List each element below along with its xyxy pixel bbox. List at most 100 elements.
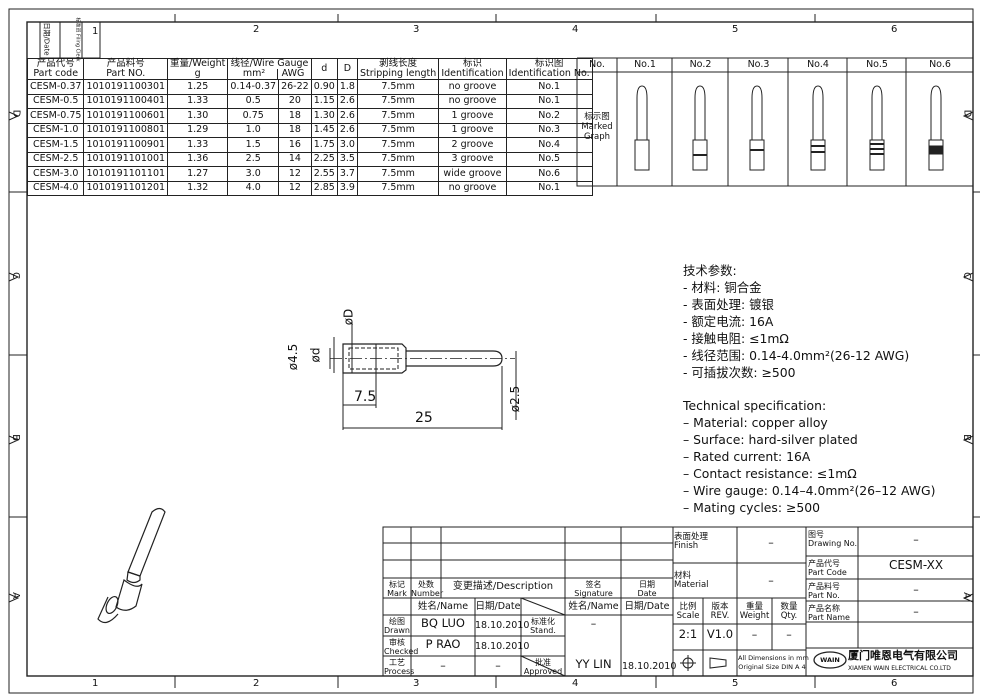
table-cell: 14	[278, 151, 312, 167]
table-cell: 2.6	[336, 122, 358, 138]
table-cell: 1.33	[167, 137, 229, 153]
zone-ticks	[9, 14, 980, 688]
table-cell: 1.45	[310, 122, 338, 138]
zone-col-1: 1	[92, 26, 99, 37]
zone-row-b: B	[9, 434, 21, 441]
table-cell: 3.7	[336, 166, 358, 182]
table-cell: 1010191101201	[83, 180, 169, 196]
contact-pin-drawing	[329, 322, 517, 430]
spec-en-line: – Wire gauge: 0.14–4.0mm²(26–12 AWG)	[683, 483, 936, 498]
table-cell: 0.75	[227, 108, 280, 124]
graph-col-no6: No.6	[929, 59, 951, 70]
tb-weight-value: –	[751, 628, 758, 641]
zone-row-d: D	[10, 109, 22, 118]
table-cell: No.1	[505, 93, 593, 109]
table-cell: 1010191100801	[83, 122, 169, 138]
table-cell: 1.30	[310, 108, 338, 124]
spec-en-line: – Mating cycles: ≥500	[683, 500, 820, 515]
zone-col-6-bottom: 6	[891, 678, 898, 689]
spec-cn-title: 技术参数:	[683, 263, 737, 278]
table-cell: 3.5	[336, 151, 358, 167]
table-cell: 7.5mm	[356, 166, 440, 182]
zone-col-6: 6	[891, 24, 898, 35]
table-cell: CESM-1.5	[26, 137, 85, 153]
dim-2-5: ø2.5	[508, 385, 523, 413]
zone-col-4: 4	[572, 24, 579, 35]
table-cell: 18	[278, 122, 312, 138]
table-cell: 1010191100901	[83, 137, 169, 153]
table-cell: No.5	[505, 151, 593, 167]
table-cell: 3 groove	[438, 151, 507, 167]
tb-date-col-2: 日期/Date	[624, 601, 670, 612]
table-cell: 2.5	[227, 151, 280, 167]
tb-process-name: –	[440, 659, 446, 672]
dim-4-5: ø4.5	[286, 343, 301, 371]
tb-scale-value: 2:1	[678, 627, 698, 641]
tb-part-name-value: –	[913, 605, 919, 618]
spec-cn-line: - 可插拔次数: ≥500	[683, 365, 796, 380]
table-cell: CESM-0.5	[26, 93, 85, 109]
table-cell: 16	[278, 137, 312, 153]
table-cell: CESM-0.37	[26, 79, 85, 95]
company-logo	[813, 651, 847, 669]
table-cell: 2.6	[336, 93, 358, 109]
spec-en-line: – Contact resistance: ≤1mΩ	[683, 466, 857, 481]
dim-7-5: 7.5	[354, 389, 377, 405]
graph-col-no5: No.5	[866, 59, 888, 70]
zone-row-a: A	[9, 592, 21, 599]
table-cell: 18	[278, 108, 312, 124]
table-cell: No.6	[505, 166, 593, 182]
spec-en-line: – Rated current: 16A	[683, 449, 811, 464]
tb-date-col: 日期/Date	[475, 601, 521, 612]
tb-rev-value: V1.0	[706, 627, 734, 641]
table-cell: CESM-2.5	[26, 151, 85, 167]
table-cell: 1.15	[310, 93, 338, 109]
company-name-en: XIAMEN WAIN ELECTRICAL CO.LTD	[848, 665, 951, 672]
table-cell: 3.0	[227, 166, 280, 182]
table-cell: 7.5mm	[356, 79, 440, 95]
spec-cn-line: - 材料: 铜合金	[683, 280, 762, 295]
marked-graph-grid	[576, 57, 974, 187]
table-cell: 1010191101001	[83, 151, 169, 167]
spec-cn-line: - 额定电流: 16A	[683, 314, 774, 329]
graph-no-label: No.	[589, 59, 605, 70]
tb-checked-date: 18.10.2010	[475, 641, 530, 652]
table-cell: CESM-0.75	[26, 108, 85, 124]
tb-part-no-value: –	[913, 583, 919, 596]
tb-description: 变更描述/Description	[452, 581, 554, 592]
table-cell: 2.55	[310, 166, 338, 182]
spec-cn-line: - 接触电阻: ≤1mΩ	[683, 331, 789, 346]
table-cell: 12	[278, 166, 312, 182]
zone-row-c: C	[9, 272, 21, 279]
table-cell: 1.25	[167, 79, 229, 95]
table-cell: 1.75	[310, 137, 338, 153]
zone-row-c-right: C	[960, 272, 972, 279]
tb-finish-value: –	[768, 536, 774, 549]
table-cell: 2.25	[310, 151, 338, 167]
table-cell: 2.6	[336, 108, 358, 124]
tb-approved-date: 18.10.2010	[622, 661, 677, 672]
tb-name-col-2: 姓名/Name	[568, 601, 619, 612]
tb-drawn-name: BQ LUO	[421, 616, 465, 630]
table-cell: 20	[278, 93, 312, 109]
